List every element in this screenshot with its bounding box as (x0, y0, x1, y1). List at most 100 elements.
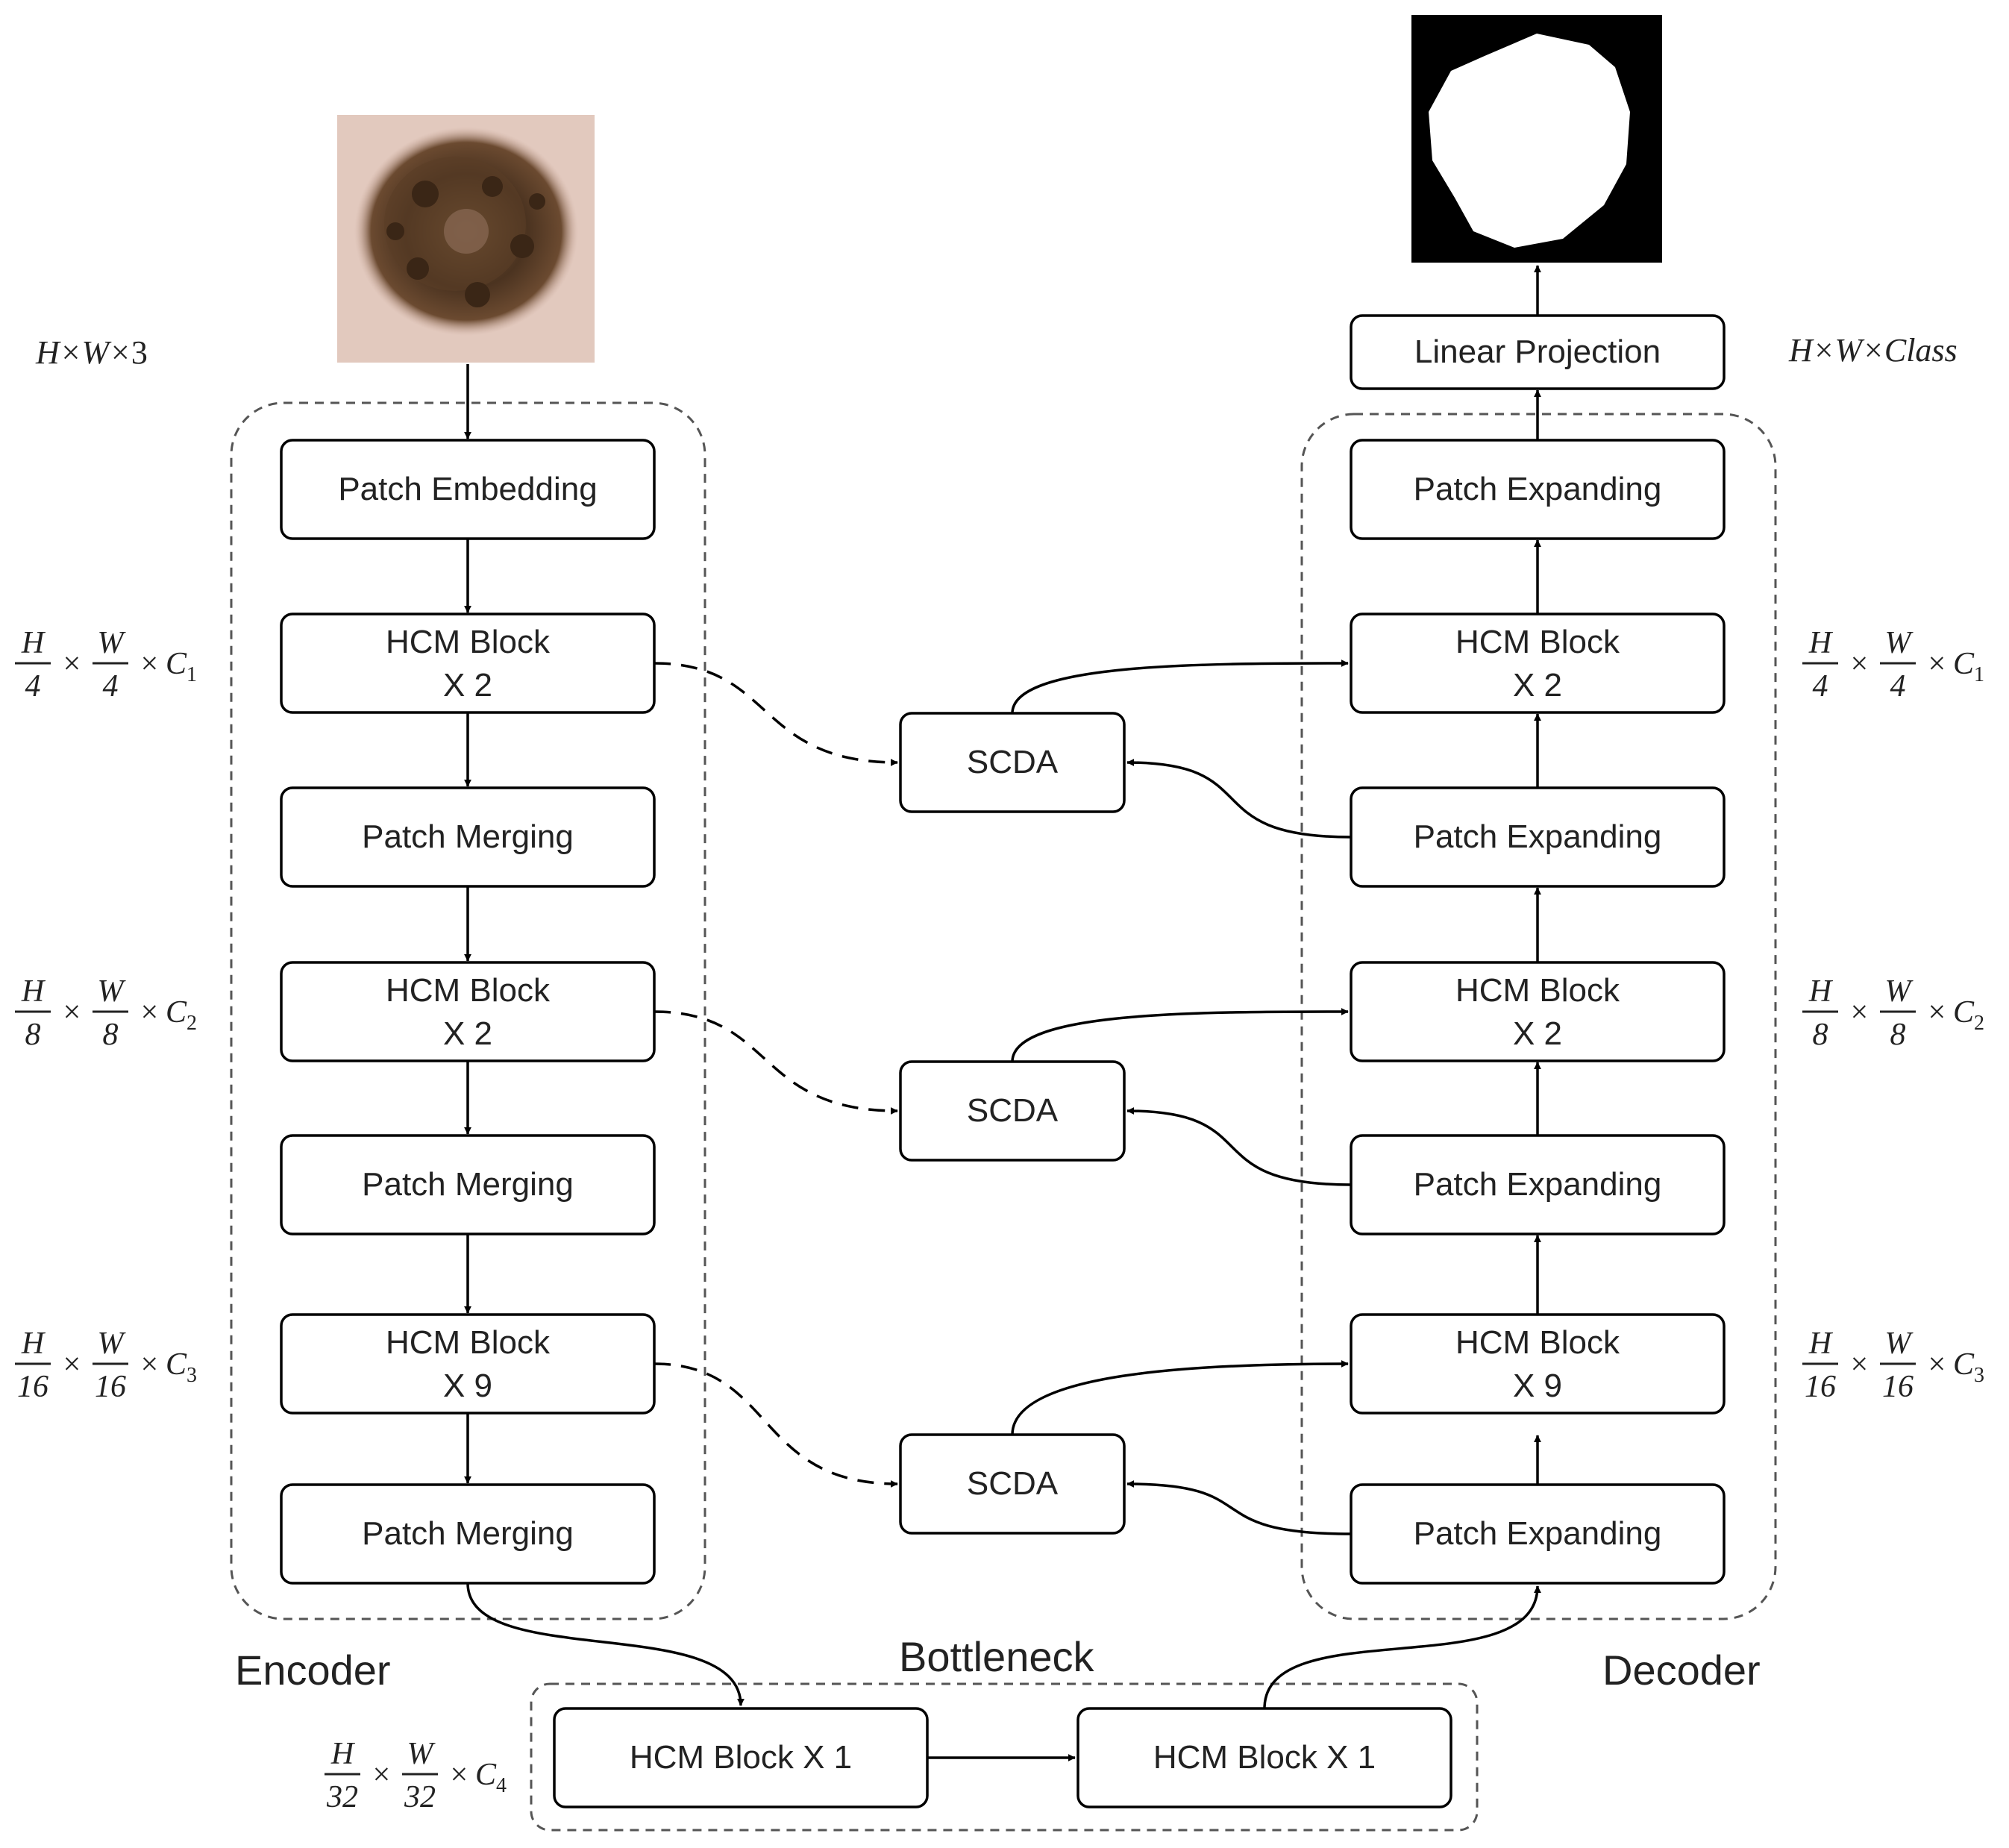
dimension-scale-1-right: H4×W4×C1 (1802, 626, 1984, 704)
fraction-denominator: 8 (1890, 1018, 1906, 1052)
times-symbol: × (139, 647, 160, 681)
svg-text:H×W×3: H×W×3 (35, 334, 148, 371)
svg-text:H×W×Class: H×W×Class (1788, 332, 1958, 369)
fraction-numerator: W (1885, 626, 1914, 660)
times-symbol: × (139, 1347, 160, 1382)
svg-text:HCM Block X 1: HCM Block X 1 (1153, 1739, 1376, 1776)
times-symbol: × (371, 1758, 392, 1792)
decoder-block-patch-expanding-3: Patch Expanding (1350, 1134, 1726, 1235)
segmentation-mask-image (1411, 15, 1662, 263)
svg-text:X 2: X 2 (1513, 1015, 1562, 1052)
fraction-numerator: H (21, 626, 46, 660)
times-symbol: × (448, 1758, 469, 1792)
fraction-numerator: W (1885, 974, 1914, 1009)
encoder-block-hcm-2: HCM Block X 2 (280, 961, 656, 1062)
decoder-block-patch-expanding-1: Patch Expanding (1350, 439, 1726, 540)
times-symbol: × (61, 647, 82, 681)
scda-block-1: SCDA (899, 712, 1126, 813)
bottleneck-label: Bottleneck (899, 1633, 1094, 1680)
encoder-block-hcm-1: HCM Block X 2 (280, 613, 656, 714)
scda-block-3: SCDA (899, 1433, 1126, 1535)
encoder-label: Encoder (235, 1647, 391, 1694)
encoder-group (230, 401, 706, 1620)
svg-text:X 2: X 2 (443, 1015, 492, 1052)
svg-text:X 2: X 2 (1513, 667, 1562, 704)
svg-text:Patch Merging: Patch Merging (362, 818, 574, 855)
dimension-scale-3-left: H16×W16×C3 (15, 1327, 197, 1404)
svg-text:SCDA: SCDA (967, 1465, 1059, 1502)
svg-text:HCM Block: HCM Block (386, 624, 551, 660)
svg-text:HCM Block: HCM Block (1455, 1324, 1620, 1361)
svg-text:X 2: X 2 (443, 667, 492, 704)
fraction-denominator: 32 (326, 1780, 358, 1814)
svg-text:HCM Block X 1: HCM Block X 1 (630, 1739, 852, 1776)
dimension-output: H×W×Class (1788, 332, 1958, 369)
svg-text:Patch Expanding: Patch Expanding (1414, 818, 1662, 855)
times-symbol: × (61, 1347, 82, 1382)
scda-block-2: SCDA (899, 1060, 1126, 1162)
svg-text:X 9: X 9 (443, 1368, 492, 1404)
svg-text:SCDA: SCDA (967, 1092, 1059, 1129)
bottleneck-connections (466, 1582, 1541, 1761)
dimension-bottleneck: H32×W32×C4 (325, 1737, 507, 1814)
svg-text:Linear Projection: Linear Projection (1414, 333, 1661, 370)
channel-symbol: C2 (166, 995, 197, 1035)
fraction-denominator: 16 (17, 1370, 48, 1404)
times-symbol: × (1849, 995, 1869, 1030)
dimension-scale-1-left: H4×W4×C1 (15, 626, 197, 704)
svg-text:HCM Block: HCM Block (386, 972, 551, 1009)
fraction-denominator: 16 (95, 1370, 126, 1404)
fraction-numerator: H (21, 974, 46, 1009)
dimension-scale-2-left: H8×W8×C2 (15, 974, 197, 1052)
channel-symbol: C1 (166, 647, 197, 686)
svg-text:Patch Merging: Patch Merging (362, 1515, 574, 1552)
fraction-denominator: 4 (103, 669, 119, 704)
encoder-block-patch-merging-3: Patch Merging (280, 1483, 656, 1585)
encoder-block-patch-merging-1: Patch Merging (280, 786, 656, 888)
fraction-numerator: H (1808, 626, 1834, 660)
svg-text:HCM Block: HCM Block (1455, 972, 1620, 1009)
fraction-denominator: 16 (1805, 1370, 1836, 1404)
dimension-input: H×W×3 (35, 334, 148, 371)
dimension-scale-2-right: H8×W8×C2 (1802, 974, 1984, 1052)
fraction-numerator: H (1808, 974, 1834, 1009)
decoder-block-patch-expanding-2: Patch Expanding (1350, 786, 1726, 888)
fraction-denominator: 4 (1890, 669, 1906, 704)
fraction-denominator: 8 (103, 1018, 119, 1052)
skin-lesion-image (337, 115, 595, 363)
fraction-denominator: 8 (1813, 1018, 1828, 1052)
svg-text:HCM Block: HCM Block (386, 1324, 551, 1361)
channel-symbol: C2 (1953, 995, 1984, 1035)
channel-symbol: C3 (166, 1347, 197, 1387)
bottleneck-group (530, 1682, 1479, 1832)
svg-text:Patch Merging: Patch Merging (362, 1166, 574, 1203)
encoder-block-patch-merging-2: Patch Merging (280, 1134, 656, 1235)
svg-text:SCDA: SCDA (967, 744, 1059, 780)
decoder-block-patch-expanding-4: Patch Expanding (1350, 1483, 1726, 1585)
encoder-block-patch-embedding: Patch Embedding (280, 439, 656, 540)
svg-text:Patch Expanding: Patch Expanding (1414, 471, 1662, 507)
decoder-label: Decoder (1602, 1647, 1761, 1694)
fraction-denominator: 16 (1882, 1370, 1914, 1404)
decoder-group (1300, 413, 1777, 1620)
channel-symbol: C1 (1953, 647, 1984, 686)
times-symbol: × (1926, 1347, 1947, 1382)
scda-connections (1011, 660, 1352, 1535)
fraction-numerator: W (98, 626, 127, 660)
times-symbol: × (1926, 647, 1947, 681)
times-symbol: × (139, 995, 160, 1030)
bottleneck-block-1: HCM Block X 1 (553, 1707, 929, 1808)
decoder-block-hcm-3: HCM Block X 9 (1350, 1313, 1726, 1415)
fraction-denominator: 4 (25, 669, 41, 704)
fraction-denominator: 4 (1813, 669, 1828, 704)
fraction-numerator: W (407, 1737, 436, 1771)
fraction-denominator: 8 (25, 1018, 41, 1052)
encoder-block-hcm-3: HCM Block X 9 (280, 1313, 656, 1415)
fraction-numerator: W (98, 1327, 127, 1361)
dimension-scale-3-right: H16×W16×C3 (1802, 1327, 1984, 1404)
decoder-linear-projection: Linear Projection (1350, 314, 1726, 390)
svg-text:X 9: X 9 (1513, 1368, 1562, 1404)
svg-text:HCM Block: HCM Block (1455, 624, 1620, 660)
